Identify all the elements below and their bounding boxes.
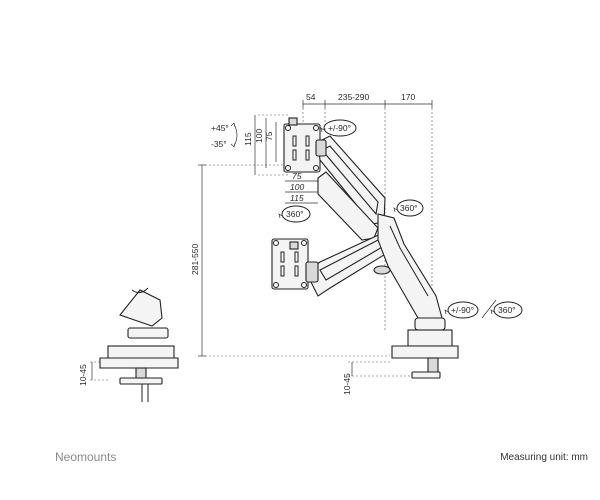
vesa-100-v: 100: [254, 129, 264, 143]
main-arm-joint: [373, 213, 443, 325]
rotation-head-swivel: +/-90°: [320, 119, 357, 137]
clamp-right-label: 10-45: [342, 373, 352, 395]
head-swivel-label: +/-90°: [328, 123, 351, 133]
rotation-base-360: 360°: [490, 301, 523, 319]
clamp-detail-left: [99, 287, 179, 402]
base-swivel-label: +/-90°: [451, 305, 474, 315]
clamp-thickness-right: 10-45: [342, 362, 353, 395]
measuring-unit-label: Measuring unit: mm: [500, 452, 588, 463]
height-range-label: 281-550: [190, 244, 200, 275]
tilt-down-label: -35°: [211, 139, 227, 149]
top-dimension: 54 235-290 170: [302, 92, 433, 108]
pivot-360-label: 360°: [286, 209, 304, 219]
tilt-indicator: +45° -35°: [211, 122, 238, 149]
rotation-pivot-360: 360°: [278, 205, 311, 223]
rotation-base-swivel: +/-90°: [444, 299, 497, 319]
vesa-75-h: 75: [292, 171, 302, 181]
vesa-115-h: 115: [290, 193, 304, 203]
upper-arm: [315, 135, 386, 241]
clamp-left-label: 10-45: [78, 364, 88, 386]
lower-vesa-plate: [271, 238, 309, 290]
upper-vesa-plate: [283, 117, 321, 173]
vesa-75-v: 75: [264, 131, 274, 141]
dim-54: 54: [306, 92, 316, 102]
vesa-horizontal-dims: 75 100 115: [285, 171, 318, 204]
reference-lines: [90, 108, 433, 381]
vesa-vertical-dims: 115 100 75: [243, 115, 277, 175]
arm-360-label: 360°: [400, 203, 418, 213]
desk-clamp-right: [391, 317, 459, 379]
vesa-115-v: 115: [243, 132, 253, 146]
vesa-100-h: 100: [290, 182, 304, 192]
clamp-thickness-left: 10-45: [78, 362, 93, 386]
dim-170: 170: [401, 92, 415, 102]
base-360-label: 360°: [498, 305, 516, 315]
tilt-up-label: +45°: [211, 123, 229, 133]
rotation-arm-360: 360°: [393, 199, 424, 217]
height-dimension: 281-550: [190, 164, 206, 357]
brand-logo: Neomounts: [55, 450, 117, 464]
dim-235-290: 235-290: [338, 92, 369, 102]
lower-arm: [305, 231, 399, 297]
